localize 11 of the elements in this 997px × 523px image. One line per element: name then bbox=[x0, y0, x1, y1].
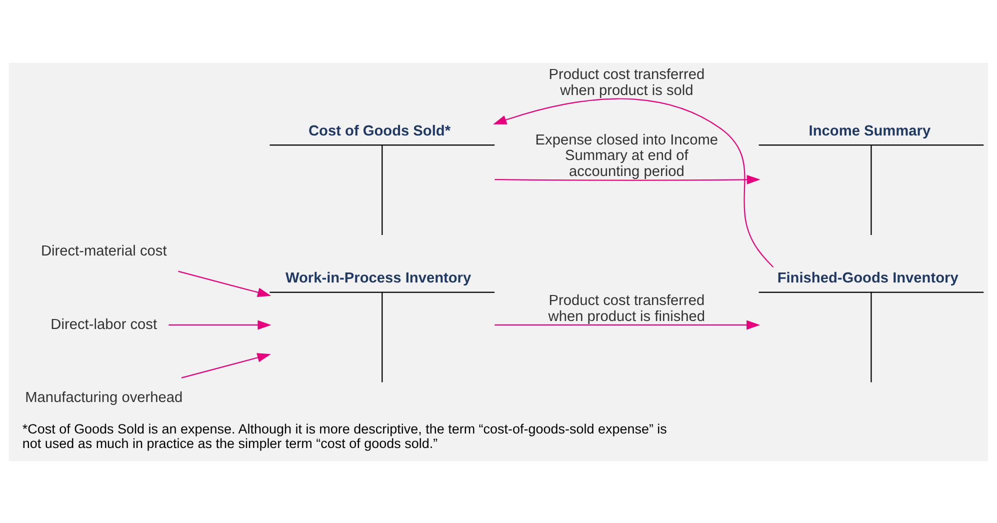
node-text: Manufacturing overhead bbox=[25, 389, 183, 406]
node-text: Direct-labor cost bbox=[50, 316, 158, 332]
edge-label: Product cost transferred when product is finished bbox=[548, 292, 706, 324]
edge-label: Product cost transferred when product is sold bbox=[548, 66, 705, 98]
node-text: Direct-material cost bbox=[40, 243, 167, 260]
node-text: Finished-Goods Inventory bbox=[777, 270, 958, 286]
caption: *Cost of Goods Sold is an expense. Although it is more descriptive, the term “cost-of-goods-sold expense” is not used as much in practice as the simpler term “cost of goods sold.” bbox=[22, 421, 667, 451]
node-text: Cost of Goods Sold* bbox=[308, 122, 451, 139]
node-text: Work-in-Process Inventory bbox=[285, 270, 472, 286]
edge-label: Expense closed into Income Summary at end of accounting period bbox=[535, 132, 718, 180]
node-text: Income Summary bbox=[808, 122, 931, 139]
